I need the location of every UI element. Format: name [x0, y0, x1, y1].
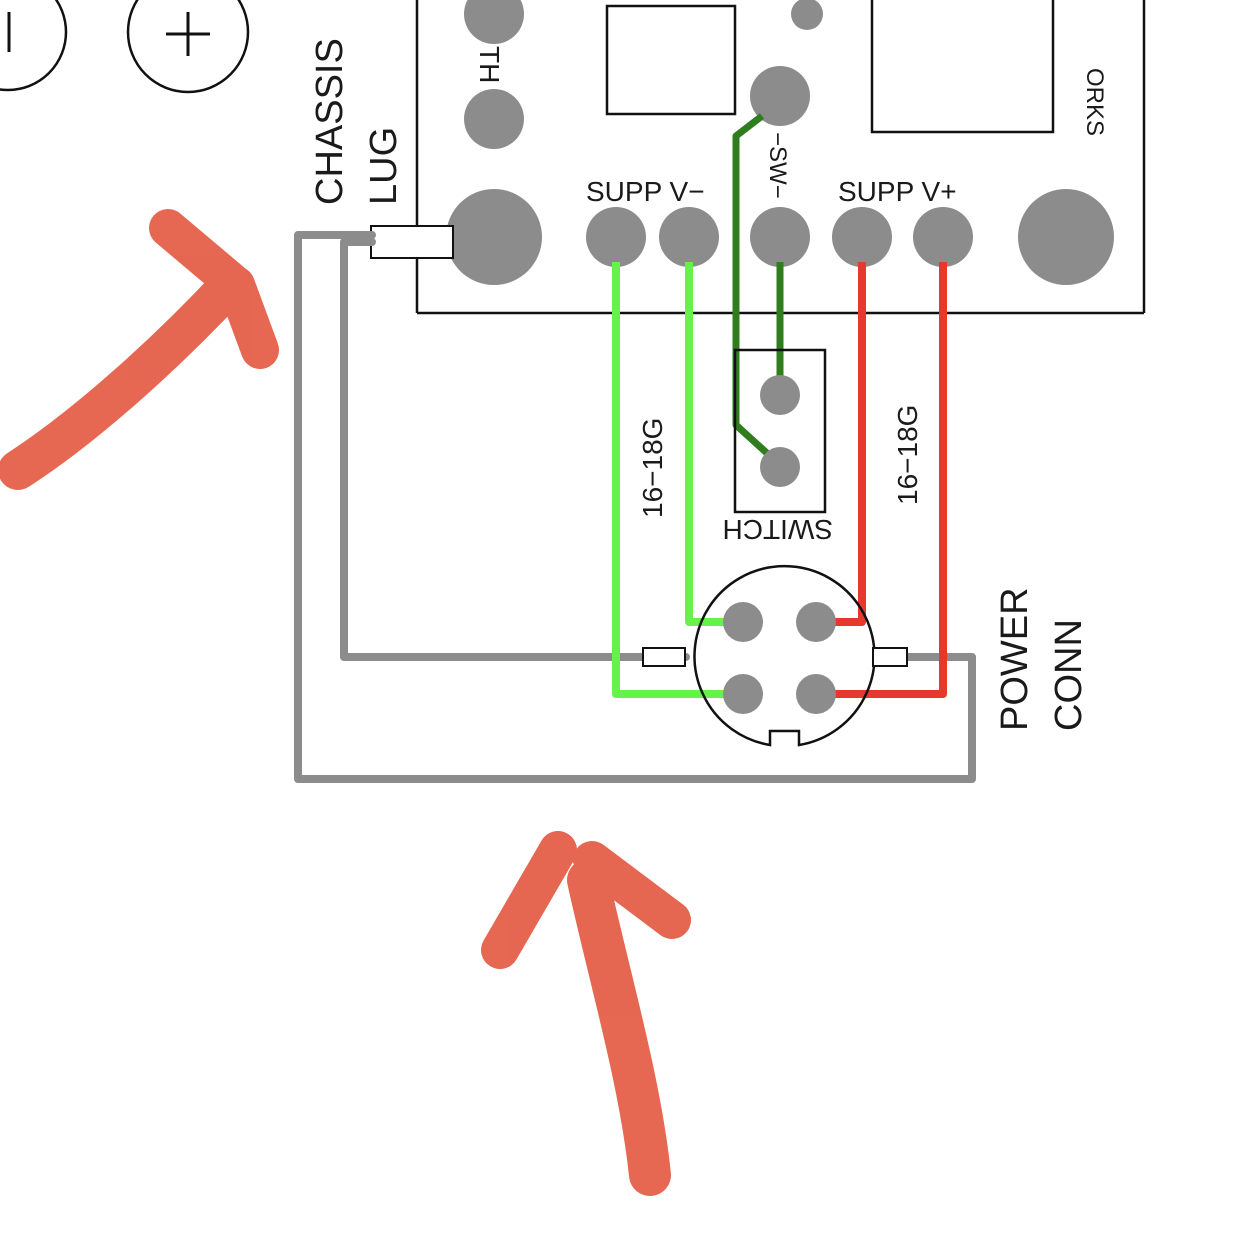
connector-tab-right	[872, 647, 908, 667]
battery-terminals	[0, 0, 250, 94]
label-switch: SWITCH	[723, 514, 833, 545]
label-gauge-left: 16−18G	[637, 418, 668, 518]
power-connector	[642, 564, 908, 747]
label-sw: −SW−	[764, 132, 791, 199]
pad-mount-right	[1018, 189, 1114, 285]
pad-mount-left	[446, 189, 542, 285]
positive-wires	[816, 262, 947, 698]
label-conn: CONN	[1048, 619, 1090, 731]
label-supp-v-plus: SUPP V+	[838, 176, 957, 207]
pad-supp-neg-2	[659, 207, 719, 267]
switch-wires	[732, 113, 784, 468]
connector-tab-left	[642, 647, 686, 667]
label-chassis: CHASSIS	[309, 38, 351, 205]
chassis-lug-tab	[370, 225, 454, 259]
arrow-connector-head-2	[573, 841, 691, 939]
component-rect-small	[605, 4, 737, 116]
pad-sw-top	[750, 66, 810, 126]
pad-sw	[750, 207, 810, 267]
sw-wire-return	[732, 113, 783, 468]
pad-supp-pos-1	[832, 207, 892, 267]
annotation-arrow-connector	[481, 831, 691, 1196]
neg-wire-left	[612, 262, 743, 698]
connector-pin-2	[796, 602, 836, 642]
label-supp-v-minus: SUPP V−	[586, 176, 705, 207]
switch-pad-top	[760, 375, 800, 415]
label-th: TH	[474, 46, 505, 83]
annotation-arrow-chassis	[0, 209, 279, 490]
component-rect-large	[870, 0, 1055, 134]
arrow-chassis-shaft	[0, 265, 250, 490]
connector-pin-4	[796, 674, 836, 714]
pad-th	[464, 89, 524, 149]
pad-supp-neg-1	[586, 207, 646, 267]
pcb-pads	[446, 0, 1114, 285]
label-orks: ORKS	[1081, 68, 1108, 136]
plus-terminal-circle	[126, 0, 250, 94]
arrow-connector-shaft	[567, 859, 671, 1196]
pad-small-top	[791, 0, 823, 30]
minus-terminal-circle	[0, 0, 68, 92]
pad-supp-pos-2	[913, 207, 973, 267]
arrow-chassis-head-2	[217, 266, 279, 369]
pad-top-left	[464, 0, 524, 44]
connector-pin-3	[723, 674, 763, 714]
connector-pin-1	[723, 602, 763, 642]
power-connector-body	[693, 564, 876, 747]
arrow-connector-head-1	[481, 831, 577, 969]
pos-wire-left	[816, 262, 866, 626]
switch-pad-bottom	[760, 447, 800, 487]
label-power: POWER	[994, 587, 1036, 731]
label-lug: LUG	[363, 127, 405, 205]
negative-wires	[612, 262, 743, 698]
ground-wires	[294, 231, 976, 783]
ground-wire-outer	[294, 231, 976, 783]
pos-wire-right	[816, 262, 947, 698]
ground-wire-inner	[340, 238, 690, 661]
label-gauge-right: 16−18G	[892, 405, 923, 505]
switch-body	[733, 348, 827, 514]
